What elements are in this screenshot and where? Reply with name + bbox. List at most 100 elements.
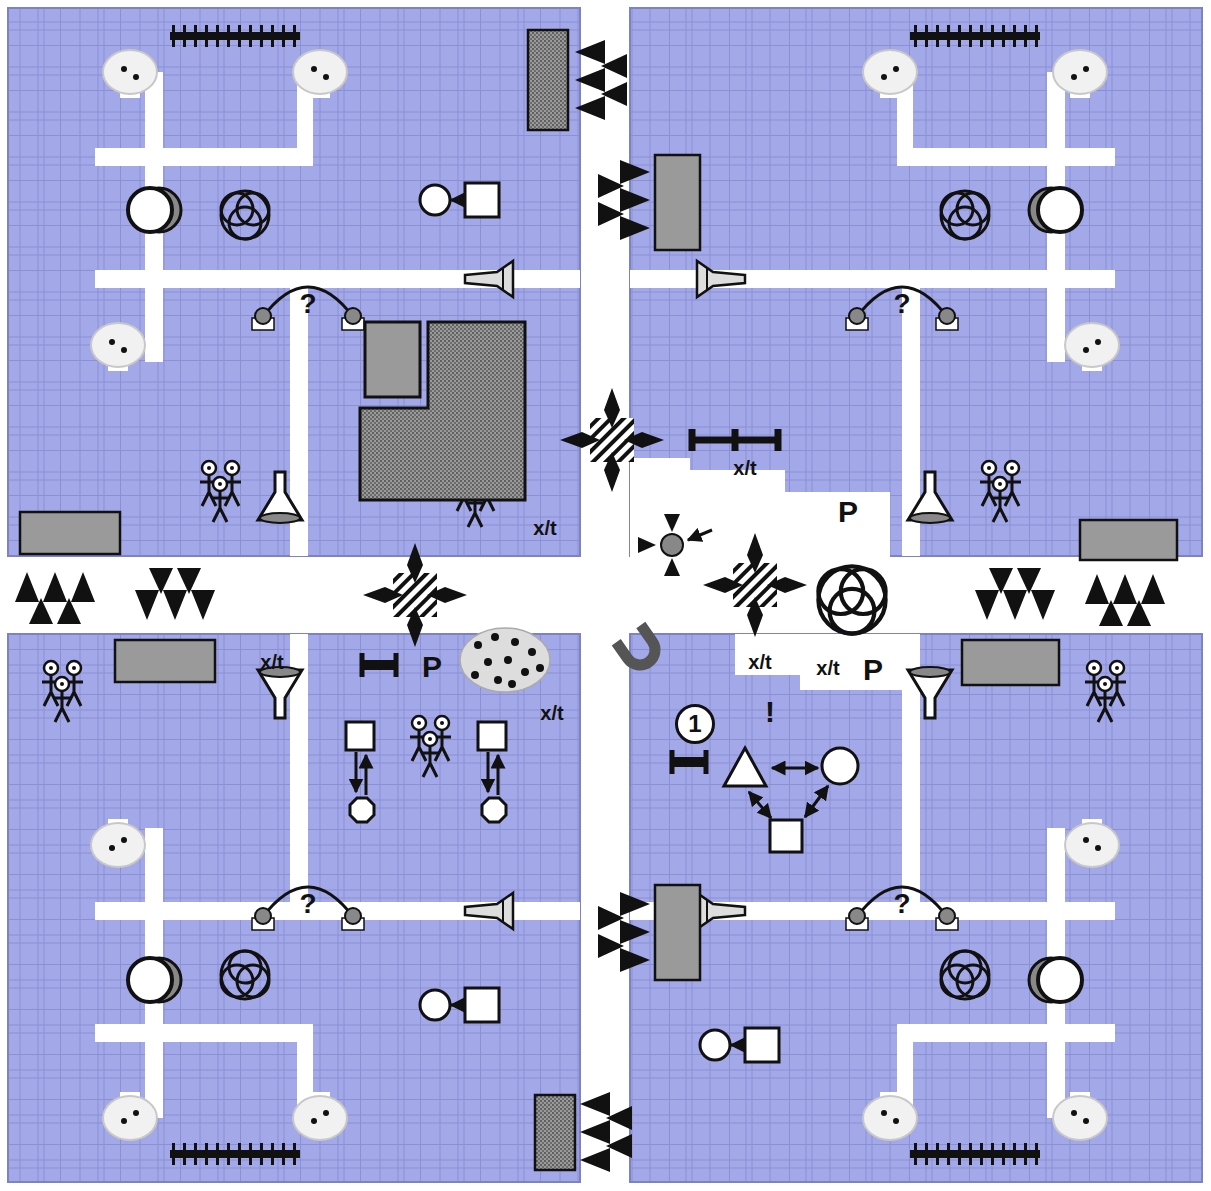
central-symbols-part: [770, 820, 802, 852]
central-symbols-part-part: [497, 755, 500, 795]
domes-part: [252, 287, 364, 330]
gates: [15, 30, 1177, 1172]
central-symbols-part-part: [491, 633, 499, 641]
central-symbols-part-part: [504, 656, 512, 664]
central-symbols-part-part: [664, 558, 680, 576]
domes-part: [846, 287, 958, 330]
central-symbols-part-part: [508, 680, 516, 688]
central-symbols-part: [638, 514, 680, 576]
central-symbols-part: [724, 748, 766, 786]
exchange-symbols-part: [420, 183, 499, 217]
symbol-label: ?: [299, 890, 316, 918]
gates-part: [20, 512, 120, 554]
central-symbols-part: [616, 625, 661, 671]
central-symbols-part-part: [772, 767, 818, 770]
people-groups-part: [410, 716, 451, 777]
building-quadrants: [8, 8, 1202, 1182]
central-symbols-part: [749, 768, 828, 818]
central-symbols-part: [460, 628, 550, 692]
central-symbols-part-part: [365, 755, 368, 795]
central-symbols-part: [703, 533, 807, 637]
central-symbols-part: [365, 322, 420, 397]
exchange-symbols-part: [700, 1028, 779, 1062]
symbol-label: x/t: [816, 658, 839, 678]
numbered-circle: 1: [675, 704, 715, 744]
central-symbols-part-part: [474, 641, 482, 649]
symbol-label: x/t: [540, 703, 563, 723]
central-symbols-part: [363, 543, 467, 647]
domes: [252, 287, 958, 930]
symbol-label: x/t: [533, 518, 556, 538]
people-groups-part: [42, 661, 83, 722]
central-symbols-part: [688, 530, 712, 540]
central-symbols-part-part: [494, 676, 502, 684]
symbol-label: x/t: [748, 652, 771, 672]
central-symbols-part-part: [487, 752, 490, 792]
domes-part: [252, 887, 364, 930]
people-groups: [42, 461, 1126, 777]
symbol-label: ?: [893, 290, 910, 318]
gates-part: [962, 640, 1059, 685]
central-symbols-part: [690, 429, 780, 451]
central-symbols-part-part: [536, 664, 544, 672]
open-areas-part: [735, 634, 902, 690]
central-symbols-part: [346, 722, 374, 750]
central-symbols-part: [818, 566, 885, 633]
central-symbols-part: [478, 722, 506, 750]
open-areas-part: [630, 458, 890, 560]
building-quadrants-part: [8, 634, 580, 1182]
building-quadrants-part: [630, 634, 1202, 1182]
central-symbols-part: [822, 748, 858, 784]
exchange-symbols-part: [420, 988, 499, 1022]
symbol-label: ?: [299, 290, 316, 318]
central-symbols-part-part: [484, 658, 492, 666]
gates-part: [598, 160, 650, 240]
central-symbols-part: [471, 633, 544, 688]
exchange-symbols: [420, 183, 779, 1062]
gates-part: [1085, 574, 1165, 626]
central-symbols-part-part: [638, 537, 656, 553]
central-symbols: [346, 322, 886, 852]
gates-part: [598, 892, 650, 972]
gates-part: [528, 30, 568, 130]
gates-part: [655, 885, 700, 980]
central-symbols-part: [672, 750, 706, 774]
gates-part: [975, 568, 1055, 620]
gates-part: [1080, 520, 1177, 560]
symbol-label: !: [765, 697, 775, 727]
gates-part: [535, 1095, 575, 1170]
central-symbols-part-part: [355, 752, 358, 792]
symbol-label: ?: [893, 890, 910, 918]
central-symbols-part: [356, 752, 498, 795]
central-symbols-part-part: [528, 648, 536, 656]
central-symbols-part: [350, 798, 374, 822]
central-symbols-part: [661, 534, 683, 556]
building-quadrants-part: [8, 8, 580, 556]
central-symbols-part-part: [521, 668, 529, 676]
people-groups-part: [980, 461, 1021, 522]
people-groups-part: [1085, 661, 1126, 722]
central-symbols-part: [362, 653, 396, 677]
gates-part: [655, 155, 700, 250]
open-areas: [630, 458, 902, 690]
gates-part: [580, 1092, 632, 1172]
symbol-label: x/t: [733, 458, 756, 478]
central-symbols-part: [560, 388, 664, 492]
central-symbols-part-part: [805, 786, 828, 817]
symbol-label: x/t: [260, 652, 283, 672]
callout-number: 1: [688, 712, 701, 736]
domes-part: [846, 887, 958, 930]
gates-part: [115, 640, 215, 682]
symbol-label: P: [838, 497, 858, 527]
central-symbols-part: [360, 322, 525, 500]
people-groups-part: [200, 461, 241, 522]
gates-part: [575, 40, 627, 120]
central-symbols-part-part: [664, 514, 680, 532]
central-symbols-part-part: [471, 671, 479, 679]
central-symbols-part-part: [749, 792, 771, 818]
symbol-label: P: [863, 655, 883, 685]
gates-part: [15, 572, 95, 624]
central-symbols-part-part: [511, 638, 519, 646]
